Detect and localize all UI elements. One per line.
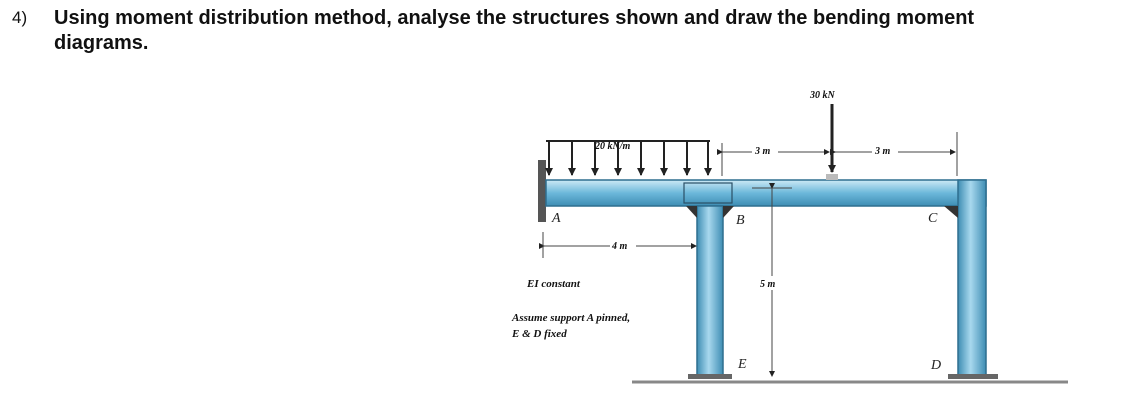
joint-d-label: D [930, 358, 941, 373]
question-number: 4) [12, 8, 28, 27]
udl-arrows [545, 141, 712, 176]
bracket-c [944, 206, 958, 218]
note-ei: EI constant [526, 278, 581, 290]
note-support-line1: Assume support A pinned, [511, 312, 630, 324]
udl-label: 20 kN/m [594, 141, 631, 152]
point-load-label: 30 kN [809, 90, 836, 101]
span-right-label: 3 m [874, 146, 891, 157]
span-left-label: 4 m [611, 241, 628, 252]
joint-e-label: E [737, 357, 747, 372]
bracket-b-left [686, 206, 697, 218]
support-a-plate [538, 160, 546, 222]
joint-c-label: C [928, 211, 938, 226]
column-cd [957, 179, 987, 377]
base-plate-d [948, 374, 998, 379]
joint-b-label: B [736, 213, 745, 228]
connection-b [683, 182, 733, 204]
point-load-pad [826, 174, 838, 180]
height-label: 5 m [760, 279, 776, 290]
joint-a-label: A [551, 211, 561, 226]
base-plate-e [688, 374, 732, 379]
span-mid-label: 3 m [754, 146, 771, 157]
note-support-line2: E & D fixed [511, 328, 567, 340]
bracket-b-right [723, 206, 734, 218]
column-be [696, 205, 724, 377]
question-text: Using moment distribution method, analys… [54, 7, 975, 54]
beam [545, 179, 987, 207]
